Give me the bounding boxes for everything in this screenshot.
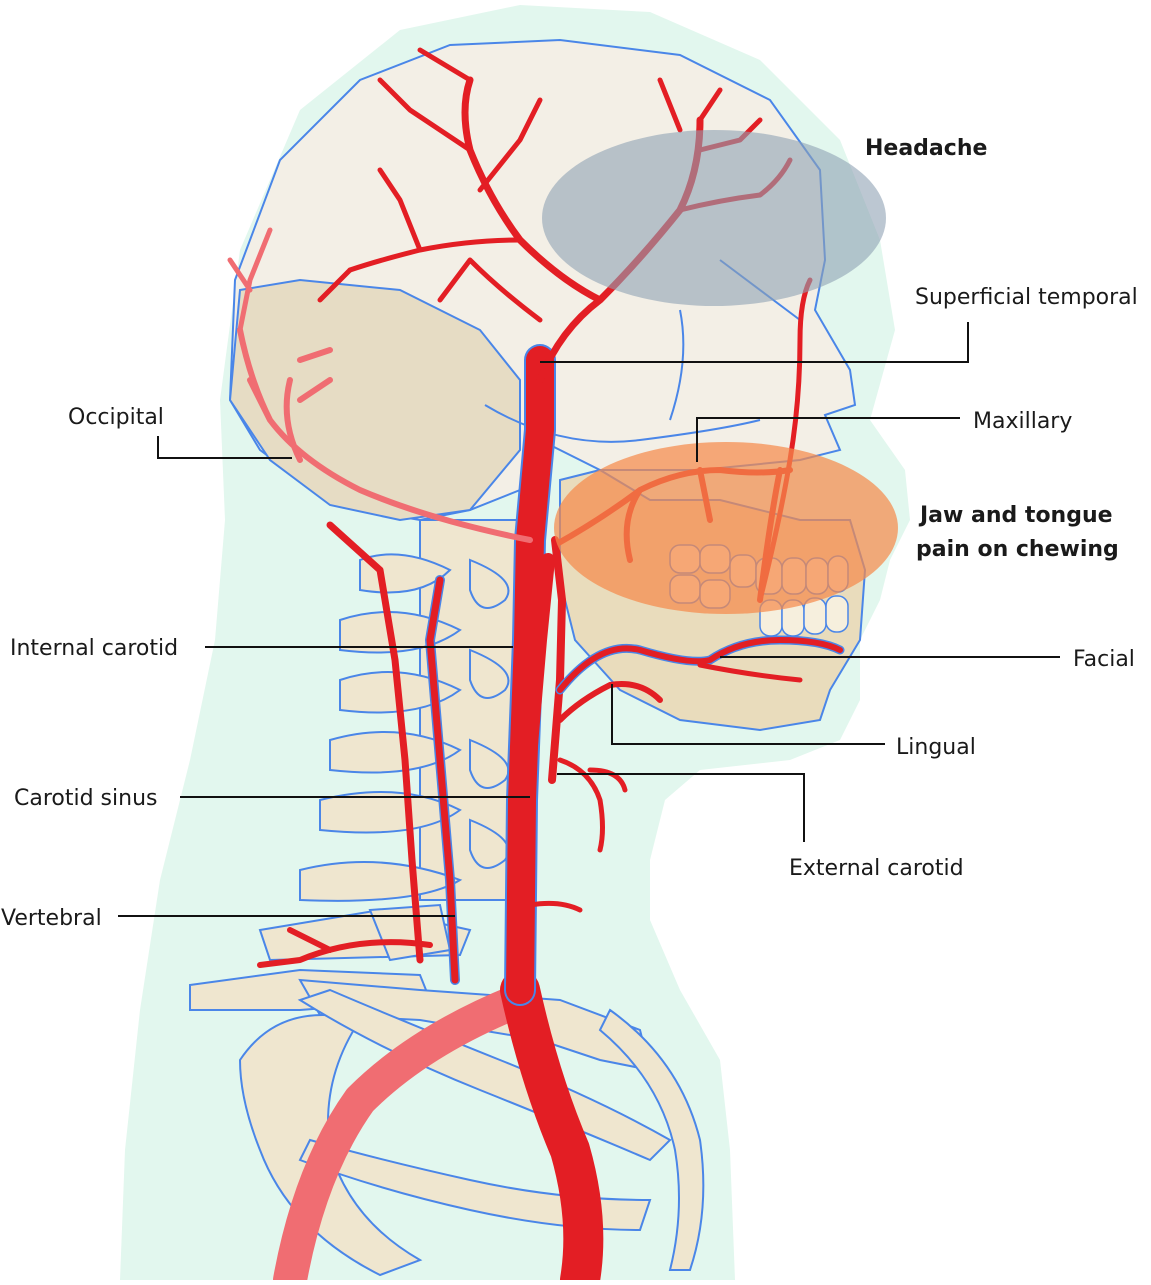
leader-maxillary: [696, 417, 960, 462]
label-superficial-temporal: Superficial temporal: [915, 285, 1138, 310]
label-facial: Facial: [1073, 647, 1135, 672]
facial-lower-branch: [697, 662, 803, 683]
internal-carotid-branch: [521, 553, 555, 787]
leader-lines: [118, 322, 1060, 917]
subclavian-left: [273, 983, 537, 1285]
lingual-artery: [557, 681, 663, 723]
facial-artery: [557, 637, 843, 693]
leader-external-carotid: [557, 773, 805, 842]
headache-zone: [542, 130, 886, 306]
vertebral-artery-2: [326, 521, 424, 964]
leader-superficial-temporal: [540, 322, 969, 363]
jaw-zone: [554, 442, 898, 614]
occipital-upper: [227, 227, 273, 333]
thyrocervical-branches: [257, 927, 433, 968]
leader-lingual: [611, 684, 885, 745]
label-vertebral: Vertebral: [1, 906, 102, 931]
temporal-parietal-branches: [347, 47, 543, 273]
label-jaw-line2: pain on chewing: [916, 537, 1119, 562]
leader-occipital: [157, 436, 292, 459]
occipital-artery: [237, 327, 533, 543]
common-carotid: [506, 346, 554, 1004]
posterior-branches: [317, 257, 543, 323]
external-carotid-trunk: [548, 536, 566, 784]
label-external-carotid: External carotid: [789, 856, 964, 881]
label-internal-carotid: Internal carotid: [10, 636, 178, 661]
label-jaw-line1: Jaw and tongue: [918, 503, 1113, 528]
label-lingual: Lingual: [896, 735, 976, 760]
label-maxillary: Maxillary: [973, 409, 1072, 434]
lower-neck-branch: [527, 900, 583, 913]
vertebral-artery: [426, 576, 459, 984]
aortic-arch: [500, 970, 604, 1285]
label-headache: Headache: [865, 136, 987, 161]
label-occipital: Occipital: [68, 405, 164, 430]
label-carotid-sinus: Carotid sinus: [14, 786, 157, 811]
